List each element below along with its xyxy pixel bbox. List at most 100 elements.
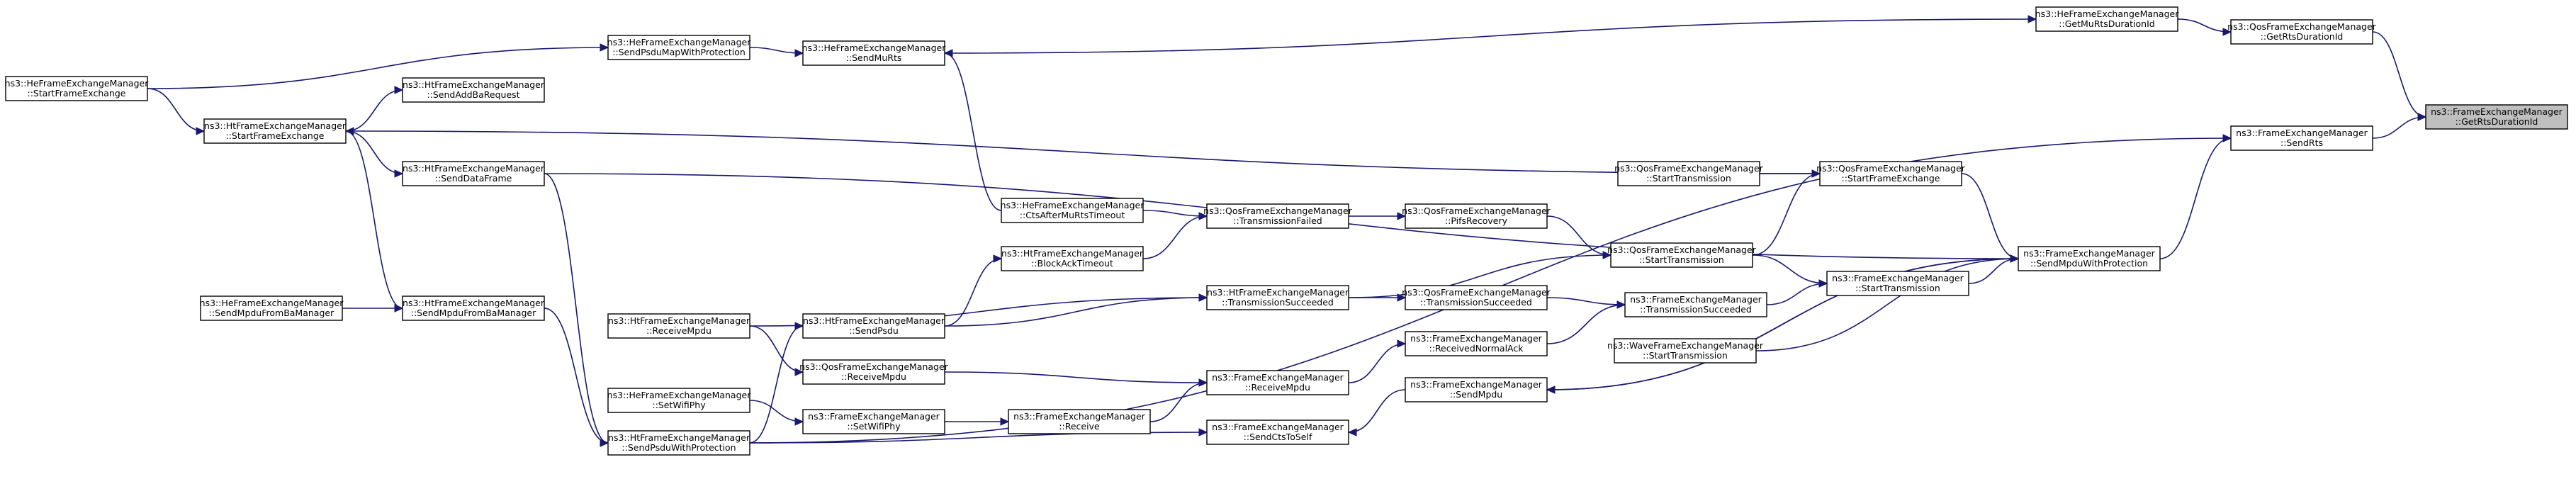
node-qos-txsucceeded[interactable]: ns3::QosFrameExchangeManager::Transmissi… — [1402, 285, 1551, 310]
arrowhead-icon — [600, 43, 609, 52]
call-edge-line — [1752, 254, 1828, 284]
node-method-label: ::TransmissionFailed — [1233, 215, 1322, 226]
call-edge-line — [1142, 215, 1208, 259]
node-class-label: ns3::HeFrameExchangeManager — [607, 390, 752, 400]
node-fem-receivednormalack[interactable]: ns3::FrameExchangeManager::ReceivedNorma… — [1405, 331, 1548, 356]
node-class-label: ns3::QosFrameExchangeManager — [1816, 163, 1965, 174]
call-edge-line — [1546, 297, 1626, 305]
arrowhead-icon — [394, 304, 404, 313]
node-class-label: ns3::HtFrameExchangeManager — [608, 432, 750, 443]
arrowhead-icon — [394, 169, 404, 178]
node-class-label: ns3::QosFrameExchangeManager — [1607, 244, 1756, 255]
node-he-startframe[interactable]: ns3::HeFrameExchangeManager::StartFrameE… — [5, 76, 150, 101]
node-method-label: ::ReceiveMpdu — [1245, 382, 1310, 393]
node-fem-sendrts[interactable]: ns3::FrameExchangeManager::SendRts — [2230, 125, 2373, 151]
node-ht-sendpsdu[interactable]: ns3::HtFrameExchangeManager::SendPsdu — [802, 313, 945, 339]
call-edge-line — [944, 52, 1002, 211]
node-box — [1001, 198, 1144, 223]
call-edge — [1348, 339, 1407, 383]
call-edge-line — [749, 325, 804, 373]
node-qos-receivempdu[interactable]: ns3::QosFrameExchangeManager::ReceiveMpd… — [799, 359, 949, 385]
node-ht-receivempdu[interactable]: ns3::HtFrameExchangeManager::ReceiveMpdu — [607, 313, 750, 339]
node-he-sendmurts[interactable]: ns3::HeFrameExchangeManager::SendMuRts — [802, 40, 947, 66]
call-edge — [749, 322, 804, 444]
node-qos-starttx-left[interactable]: ns3::QosFrameExchangeManager::StartTrans… — [1614, 161, 1764, 186]
node-box — [1405, 377, 1548, 403]
node-qos-txfailed[interactable]: ns3::QosFrameExchangeManager::Transmissi… — [1203, 203, 1353, 229]
node-he-sendmpdufromba[interactable]: ns3::HeFrameExchangeManager::SendMpduFro… — [200, 295, 344, 321]
node-wave-starttx[interactable]: ns3::WaveFrameExchangeManager::StartTran… — [1607, 338, 1764, 364]
call-edge-line — [345, 130, 403, 174]
node-class-label: ns3::HeFrameExchangeManager — [802, 43, 947, 53]
node-fem-sendmpdu[interactable]: ns3::FrameExchangeManager::SendMpdu — [1405, 377, 1548, 403]
arrowhead-icon — [1602, 251, 1612, 259]
node-class-label: ns3::HtFrameExchangeManager — [403, 163, 545, 174]
node-qos-pifs[interactable]: ns3::QosFrameExchangeManager::PifsRecove… — [1402, 203, 1551, 229]
node-ht-blockack[interactable]: ns3::HtFrameExchangeManager::BlockAckTim… — [1001, 246, 1144, 271]
node-fem-setwifiphy[interactable]: ns3::FrameExchangeManager::SetWifiPhy — [802, 409, 945, 434]
call-edge — [943, 49, 1002, 211]
call-edge-line — [544, 173, 609, 444]
arrowhead-icon — [1000, 417, 1010, 426]
call-edge — [147, 43, 609, 89]
node-ht-sendaddba[interactable]: ns3::HtFrameExchangeManager::SendAddBaRe… — [402, 77, 545, 103]
node-fem-starttx[interactable]: ns3::FrameExchangeManager::StartTransmis… — [1826, 271, 1969, 296]
arrowhead-icon — [1198, 212, 1208, 220]
arrowhead-icon — [2417, 113, 2427, 121]
node-ht-senddataframe[interactable]: ns3::HtFrameExchangeManager::SendDataFra… — [402, 161, 545, 186]
node-class-label: ns3::QosFrameExchangeManager — [2227, 21, 2376, 32]
node-fem-receivempdu[interactable]: ns3::FrameExchangeManager::ReceiveMpdu — [1206, 370, 1349, 395]
call-edge-line — [2159, 137, 2232, 259]
node-fem-getrts[interactable]: ns3::FrameExchangeManager::GetRtsDuratio… — [2425, 104, 2568, 130]
call-edge-line — [1546, 304, 1626, 344]
call-edge — [544, 308, 609, 447]
node-ht-txsucceeded[interactable]: ns3::HtFrameExchangeManager::Transmissio… — [1206, 285, 1349, 310]
node-class-label: ns3::FrameExchangeManager — [2236, 128, 2368, 138]
node-class-label: ns3::HeFrameExchangeManager — [607, 37, 752, 47]
node-method-label: ::TransmissionSucceeded — [1420, 297, 1532, 308]
node-ht-sendpsdu-prot[interactable]: ns3::HtFrameExchangeManager::SendPsduWit… — [607, 430, 750, 456]
call-edge — [1766, 279, 1828, 305]
node-ht-sendmpdufromba[interactable]: ns3::HtFrameExchangeManager::SendMpduFro… — [402, 295, 545, 321]
node-box — [802, 359, 945, 385]
node-fem-txsucceeded[interactable]: ns3::FrameExchangeManager::TransmissionS… — [1624, 292, 1767, 317]
node-qos-getrts[interactable]: ns3::QosFrameExchangeManager::GetRtsDura… — [2227, 19, 2377, 45]
call-edge-line — [345, 130, 403, 309]
node-method-label: ::SendPsduMapWithProtection — [612, 47, 746, 57]
arrowhead-icon — [794, 417, 804, 426]
node-box — [1206, 203, 1349, 229]
call-edge — [1546, 215, 1612, 259]
node-fem-receive[interactable]: ns3::FrameExchangeManager::Receive — [1008, 409, 1151, 434]
node-method-label: ::StartFrameExchange — [226, 130, 325, 141]
node-he-ctsafter[interactable]: ns3::HeFrameExchangeManager::CtsAfterMuR… — [1001, 198, 1145, 223]
call-edge-line — [1752, 173, 1821, 256]
node-class-label: ns3::HtFrameExchangeManager — [403, 298, 545, 308]
node-box — [607, 35, 750, 60]
call-edge-line — [544, 308, 609, 444]
call-edge-line — [944, 18, 2037, 54]
node-qos-startframe[interactable]: ns3::QosFrameExchangeManager::StartFrame… — [1816, 161, 1966, 186]
node-ht-startframe[interactable]: ns3::HtFrameExchangeManager::StartFrameE… — [203, 118, 347, 144]
call-edge — [345, 86, 404, 132]
call-edge-line — [944, 297, 1208, 327]
node-box — [607, 430, 750, 456]
node-method-label: ::StartTransmission — [1646, 173, 1731, 184]
call-edge-line — [147, 88, 205, 132]
call-edge — [749, 325, 804, 376]
call-edge-line — [1348, 343, 1406, 383]
node-box — [1624, 292, 1767, 317]
node-he-setwifiphy[interactable]: ns3::HeFrameExchangeManager::SetWifiPhy — [607, 388, 752, 413]
call-edge — [2372, 31, 2427, 121]
node-method-label: ::BlockAckTimeout — [1031, 258, 1113, 269]
node-fem-sendctstoself[interactable]: ns3::FrameExchangeManager::SendCtsToSelf — [1206, 420, 1349, 445]
call-edge — [944, 15, 2037, 54]
node-qos-starttx-mid[interactable]: ns3::QosFrameExchangeManager::StartTrans… — [1607, 242, 1757, 268]
node-method-label: ::SendMuRts — [846, 52, 902, 63]
node-method-label: ::CtsAfterMuRtsTimeout — [1020, 210, 1125, 220]
call-edge — [1961, 173, 2020, 263]
node-method-label: ::SendAddBaRequest — [427, 89, 519, 100]
node-he-getmurts[interactable]: ns3::HeFrameExchangeManager::GetMuRtsDur… — [2035, 6, 2180, 32]
node-he-sendpsdumap[interactable]: ns3::HeFrameExchangeManager::SendPsduMap… — [607, 35, 752, 60]
node-fem-sendmpdu-prot[interactable]: ns3::FrameExchangeManager::SendMpduWithP… — [2018, 246, 2161, 271]
node-box — [1614, 338, 1757, 364]
